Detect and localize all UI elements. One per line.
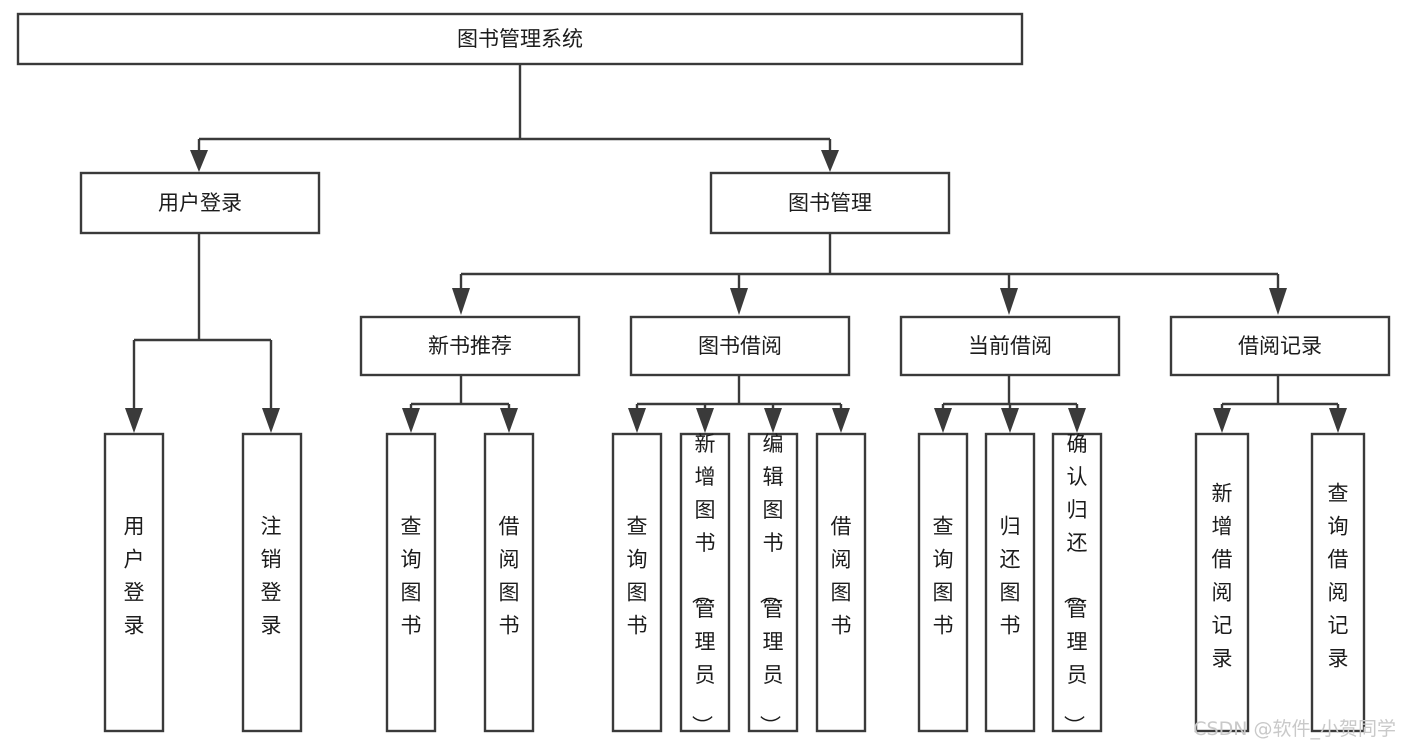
arrow-head-leaf-confirm-return — [1068, 408, 1086, 433]
arrow-head-login — [190, 150, 208, 172]
node-leaf-borrow-book-2-label: 借阅图书 — [831, 515, 852, 638]
node-leaf-query-record-label: 查询借阅记录 — [1328, 482, 1349, 671]
node-leaf-edit-book-label: 编辑图书（管理员） — [758, 432, 784, 736]
node-leaf-edit-book-box[interactable] — [747, 432, 799, 733]
node-root-box[interactable] — [16, 12, 1024, 66]
node-leaf-confirm-return-label: 确认归还（管理员） — [1062, 432, 1088, 736]
node-bookmgmt-label: 图书管理 — [788, 191, 872, 215]
arrow-head-leaf-return-book — [1001, 408, 1019, 433]
node-leaf-user-login-label: 用户登录 — [124, 515, 145, 638]
arrow-head-bookmgmt — [821, 150, 839, 172]
node-leaf-add-book-box[interactable] — [679, 432, 731, 733]
node-leaf-return-book[interactable]: 归还图书 — [984, 432, 1036, 733]
arrow-head-leaf-user-login — [125, 408, 143, 433]
node-leaf-user-login-box[interactable] — [103, 432, 165, 733]
node-login[interactable]: 用户登录 — [79, 171, 321, 235]
node-leaf-add-record-label: 新增借阅记录 — [1212, 482, 1233, 671]
node-records[interactable]: 借阅记录 — [1169, 315, 1391, 377]
arrow-head-leaf-borrow-book-2 — [832, 408, 850, 433]
node-leaf-query-book-1-box[interactable] — [385, 432, 437, 733]
node-leaf-borrow-book-1-box[interactable] — [483, 432, 535, 733]
node-leaf-return-book-box[interactable] — [984, 432, 1036, 733]
arrow-head-leaf-query-record — [1329, 408, 1347, 433]
arrow-head-leaf-add-record — [1213, 408, 1231, 433]
node-bookmgmt-box[interactable] — [709, 171, 951, 235]
node-leaf-query-book-2[interactable]: 查询图书 — [611, 432, 663, 733]
arrow-head-records — [1269, 288, 1287, 315]
node-login-label: 用户登录 — [158, 191, 242, 215]
arrow-head-leaf-query-book-2 — [628, 408, 646, 433]
node-leaf-borrow-book-2[interactable]: 借阅图书 — [815, 432, 867, 733]
node-newbook[interactable]: 新书推荐 — [359, 315, 581, 377]
node-newbook-box[interactable] — [359, 315, 581, 377]
node-leaf-query-book-1[interactable]: 查询图书 — [385, 432, 437, 733]
node-records-box[interactable] — [1169, 315, 1391, 377]
node-leaf-query-record-box[interactable] — [1310, 432, 1366, 733]
node-leaf-query-book-2-label: 查询图书 — [627, 515, 648, 638]
node-current-box[interactable] — [899, 315, 1121, 377]
node-login-box[interactable] — [79, 171, 321, 235]
node-records-label: 借阅记录 — [1238, 334, 1322, 358]
arrow-head-leaf-add-book — [696, 408, 714, 433]
node-newbook-label: 新书推荐 — [428, 334, 512, 358]
node-leaf-user-login[interactable]: 用户登录 — [103, 432, 165, 733]
node-leaf-query-book-3-box[interactable] — [917, 432, 969, 733]
node-root-label: 图书管理系统 — [457, 27, 583, 51]
node-current-label: 当前借阅 — [968, 334, 1052, 358]
node-leaf-user-logout-label: 注销登录 — [261, 515, 282, 638]
node-leaf-query-book-3-label: 查询图书 — [933, 515, 954, 638]
node-leaf-confirm-return-box[interactable] — [1051, 432, 1103, 733]
node-borrow-label: 图书借阅 — [698, 334, 782, 358]
arrow-head-leaf-query-book-3 — [934, 408, 952, 433]
arrow-head-newbook — [452, 288, 470, 315]
node-borrow[interactable]: 图书借阅 — [629, 315, 851, 377]
arrow-head-leaf-edit-book — [764, 408, 782, 433]
node-leaf-borrow-book-2-box[interactable] — [815, 432, 867, 733]
node-leaf-add-record-box[interactable] — [1194, 432, 1250, 733]
node-root[interactable]: 图书管理系统 — [16, 12, 1024, 66]
node-borrow-box[interactable] — [629, 315, 851, 377]
node-leaf-add-record[interactable]: 新增借阅记录 — [1194, 432, 1250, 733]
node-leaf-query-record[interactable]: 查询借阅记录 — [1310, 432, 1366, 733]
node-leaf-borrow-book-1[interactable]: 借阅图书 — [483, 432, 535, 733]
arrow-head-current — [1000, 288, 1018, 315]
arrow-head-leaf-borrow-book-1 — [500, 408, 518, 433]
node-leaf-user-logout-box[interactable] — [241, 432, 303, 733]
node-leaf-add-book[interactable]: 新增图书（管理员） — [679, 432, 731, 736]
arrow-head-borrow — [730, 288, 748, 315]
arrow-head-leaf-user-logout — [262, 408, 280, 433]
arrow-head-leaf-query-book-1 — [402, 408, 420, 433]
node-leaf-query-book-3[interactable]: 查询图书 — [917, 432, 969, 733]
node-leaf-add-book-label: 新增图书（管理员） — [690, 432, 716, 736]
node-leaf-return-book-label: 归还图书 — [1000, 515, 1021, 638]
node-bookmgmt[interactable]: 图书管理 — [709, 171, 951, 235]
node-leaf-query-book-1-label: 查询图书 — [401, 515, 422, 638]
node-leaf-edit-book[interactable]: 编辑图书（管理员） — [747, 432, 799, 736]
node-leaf-confirm-return[interactable]: 确认归还（管理员） — [1051, 432, 1103, 736]
node-current[interactable]: 当前借阅 — [899, 315, 1121, 377]
watermark-label: CSDN @软件_小贺同学 — [1193, 718, 1396, 740]
node-leaf-borrow-book-1-label: 借阅图书 — [499, 515, 520, 638]
connector-layer — [125, 64, 1347, 433]
node-leaf-query-book-2-box[interactable] — [611, 432, 663, 733]
node-leaf-user-logout[interactable]: 注销登录 — [241, 432, 303, 733]
